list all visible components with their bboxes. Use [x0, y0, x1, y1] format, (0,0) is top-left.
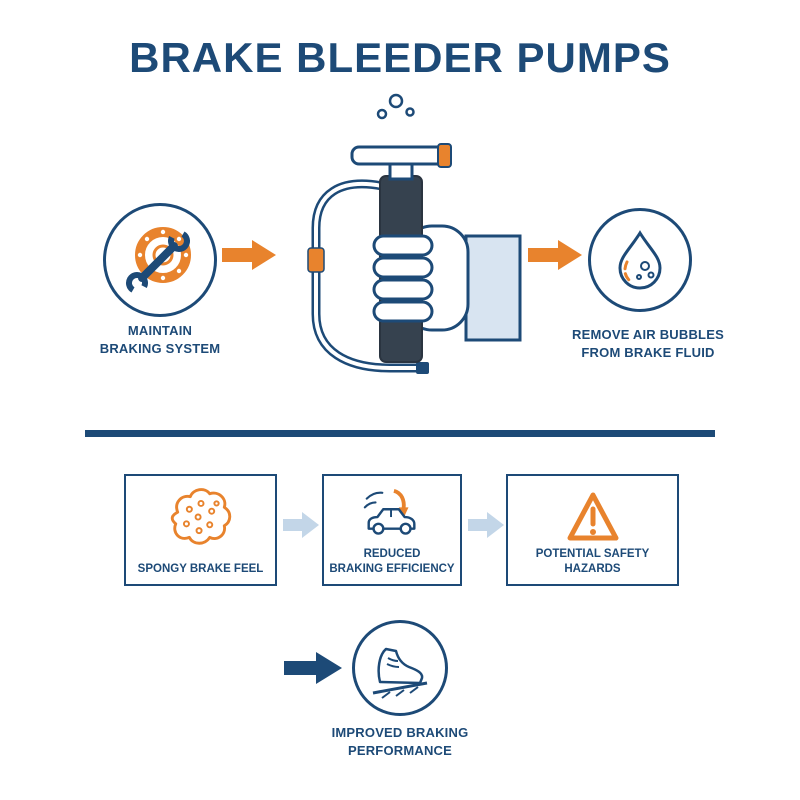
problem-box-reduced-braking-efficiency: REDUCED BRAKING EFFICIENCY — [322, 474, 462, 586]
remove-air-bubbles-badge — [588, 208, 692, 312]
spongy-sponge-icon — [126, 482, 275, 554]
flow-arrow-right-icon — [222, 240, 276, 270]
spongy-brake-feel-label: SPONGY BRAKE FEEL — [137, 563, 264, 576]
potential-safety-hazards-label: POTENTIAL SAFETY HAZARDS — [535, 548, 650, 576]
remove-air-bubbles-label: REMOVE AIR BUBBLES FROM BRAKE FLUID — [572, 327, 724, 361]
foot-pedal-icon — [372, 647, 428, 699]
maintain-braking-system-badge — [103, 203, 217, 317]
problem-box-potential-safety-hazards: POTENTIAL SAFETY HAZARDS — [506, 474, 679, 586]
flow-arrow-right-icon — [283, 512, 319, 538]
section-divider — [85, 430, 715, 437]
brake-disc-wrench-icon — [126, 227, 191, 294]
page-title: BRAKE BLEEDER PUMPS — [129, 34, 671, 81]
flow-arrow-right-icon — [528, 240, 582, 270]
fluid-droplet-bubbles-icon — [618, 230, 662, 290]
flow-arrow-right-icon — [468, 512, 504, 538]
improved-braking-performance-label: IMPROVED BRAKING PERFORMANCE — [331, 725, 469, 759]
brake-bleeder-pump-illustration — [278, 90, 538, 390]
reduced-braking-efficiency-label: REDUCED BRAKING EFFICIENCY — [329, 548, 455, 576]
problem-box-spongy-brake-feel: SPONGY BRAKE FEEL — [124, 474, 277, 586]
result-arrow-right-icon — [284, 652, 342, 684]
improved-braking-performance-badge — [352, 620, 448, 716]
maintain-braking-system-label: MAINTAIN BRAKING SYSTEM — [99, 323, 221, 357]
car-decline-icon — [324, 482, 460, 554]
warning-triangle-icon — [508, 482, 677, 554]
brake-bleeder-pump-hand-illustration — [307, 93, 522, 374]
